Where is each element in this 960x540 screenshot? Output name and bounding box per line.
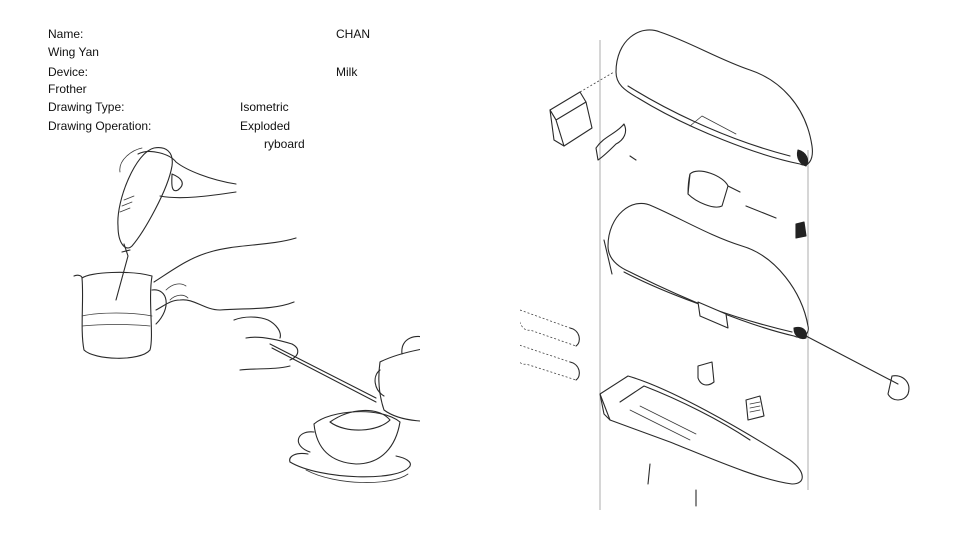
- drive-shaft-icon: [746, 206, 776, 218]
- drawing-operation-label: Drawing Operation:: [48, 119, 152, 133]
- exploded-isometric-sketch: [520, 10, 940, 530]
- motor-icon: [688, 171, 740, 207]
- switch-cover-icon: [746, 396, 764, 420]
- switch-bracket-icon: [550, 72, 614, 146]
- batteries-icon: [520, 310, 579, 380]
- hand-with-spoon-icon: [234, 317, 376, 402]
- name-given: Wing Yan: [48, 45, 99, 59]
- hand-holding-jug-icon: [154, 238, 296, 310]
- drawing-type-value: Isometric: [240, 100, 289, 114]
- drawing-operation-value: Exploded: [240, 119, 291, 133]
- storyboard-fragment: ryboard: [264, 137, 305, 151]
- device-value-line1: Milk: [336, 65, 358, 79]
- lower-housing-icon: [600, 376, 802, 484]
- handle-assembly-icon: [604, 203, 909, 400]
- pitcher-pouring-icon: [375, 336, 420, 421]
- frother-handheld-icon: [116, 148, 236, 300]
- name-label: Name:: [48, 27, 84, 41]
- cup-and-saucer-icon: [290, 410, 411, 482]
- storyboard-sketch: [60, 140, 420, 500]
- device-value-line2: Frother: [48, 82, 87, 96]
- milk-jug-icon: [74, 272, 166, 358]
- metal-clip-icon: [596, 124, 626, 160]
- guide-lines: [600, 40, 808, 510]
- drawing-type-label: Drawing Type:: [48, 100, 125, 114]
- upper-housing-icon: [616, 30, 812, 166]
- name-surname: CHAN: [336, 27, 371, 41]
- device-label: Device:: [48, 65, 89, 79]
- screw-icon: [630, 156, 636, 160]
- bottom-screws-icon: [648, 464, 696, 506]
- spring-clip-icon: [698, 362, 714, 385]
- end-cap-icon: [796, 222, 806, 238]
